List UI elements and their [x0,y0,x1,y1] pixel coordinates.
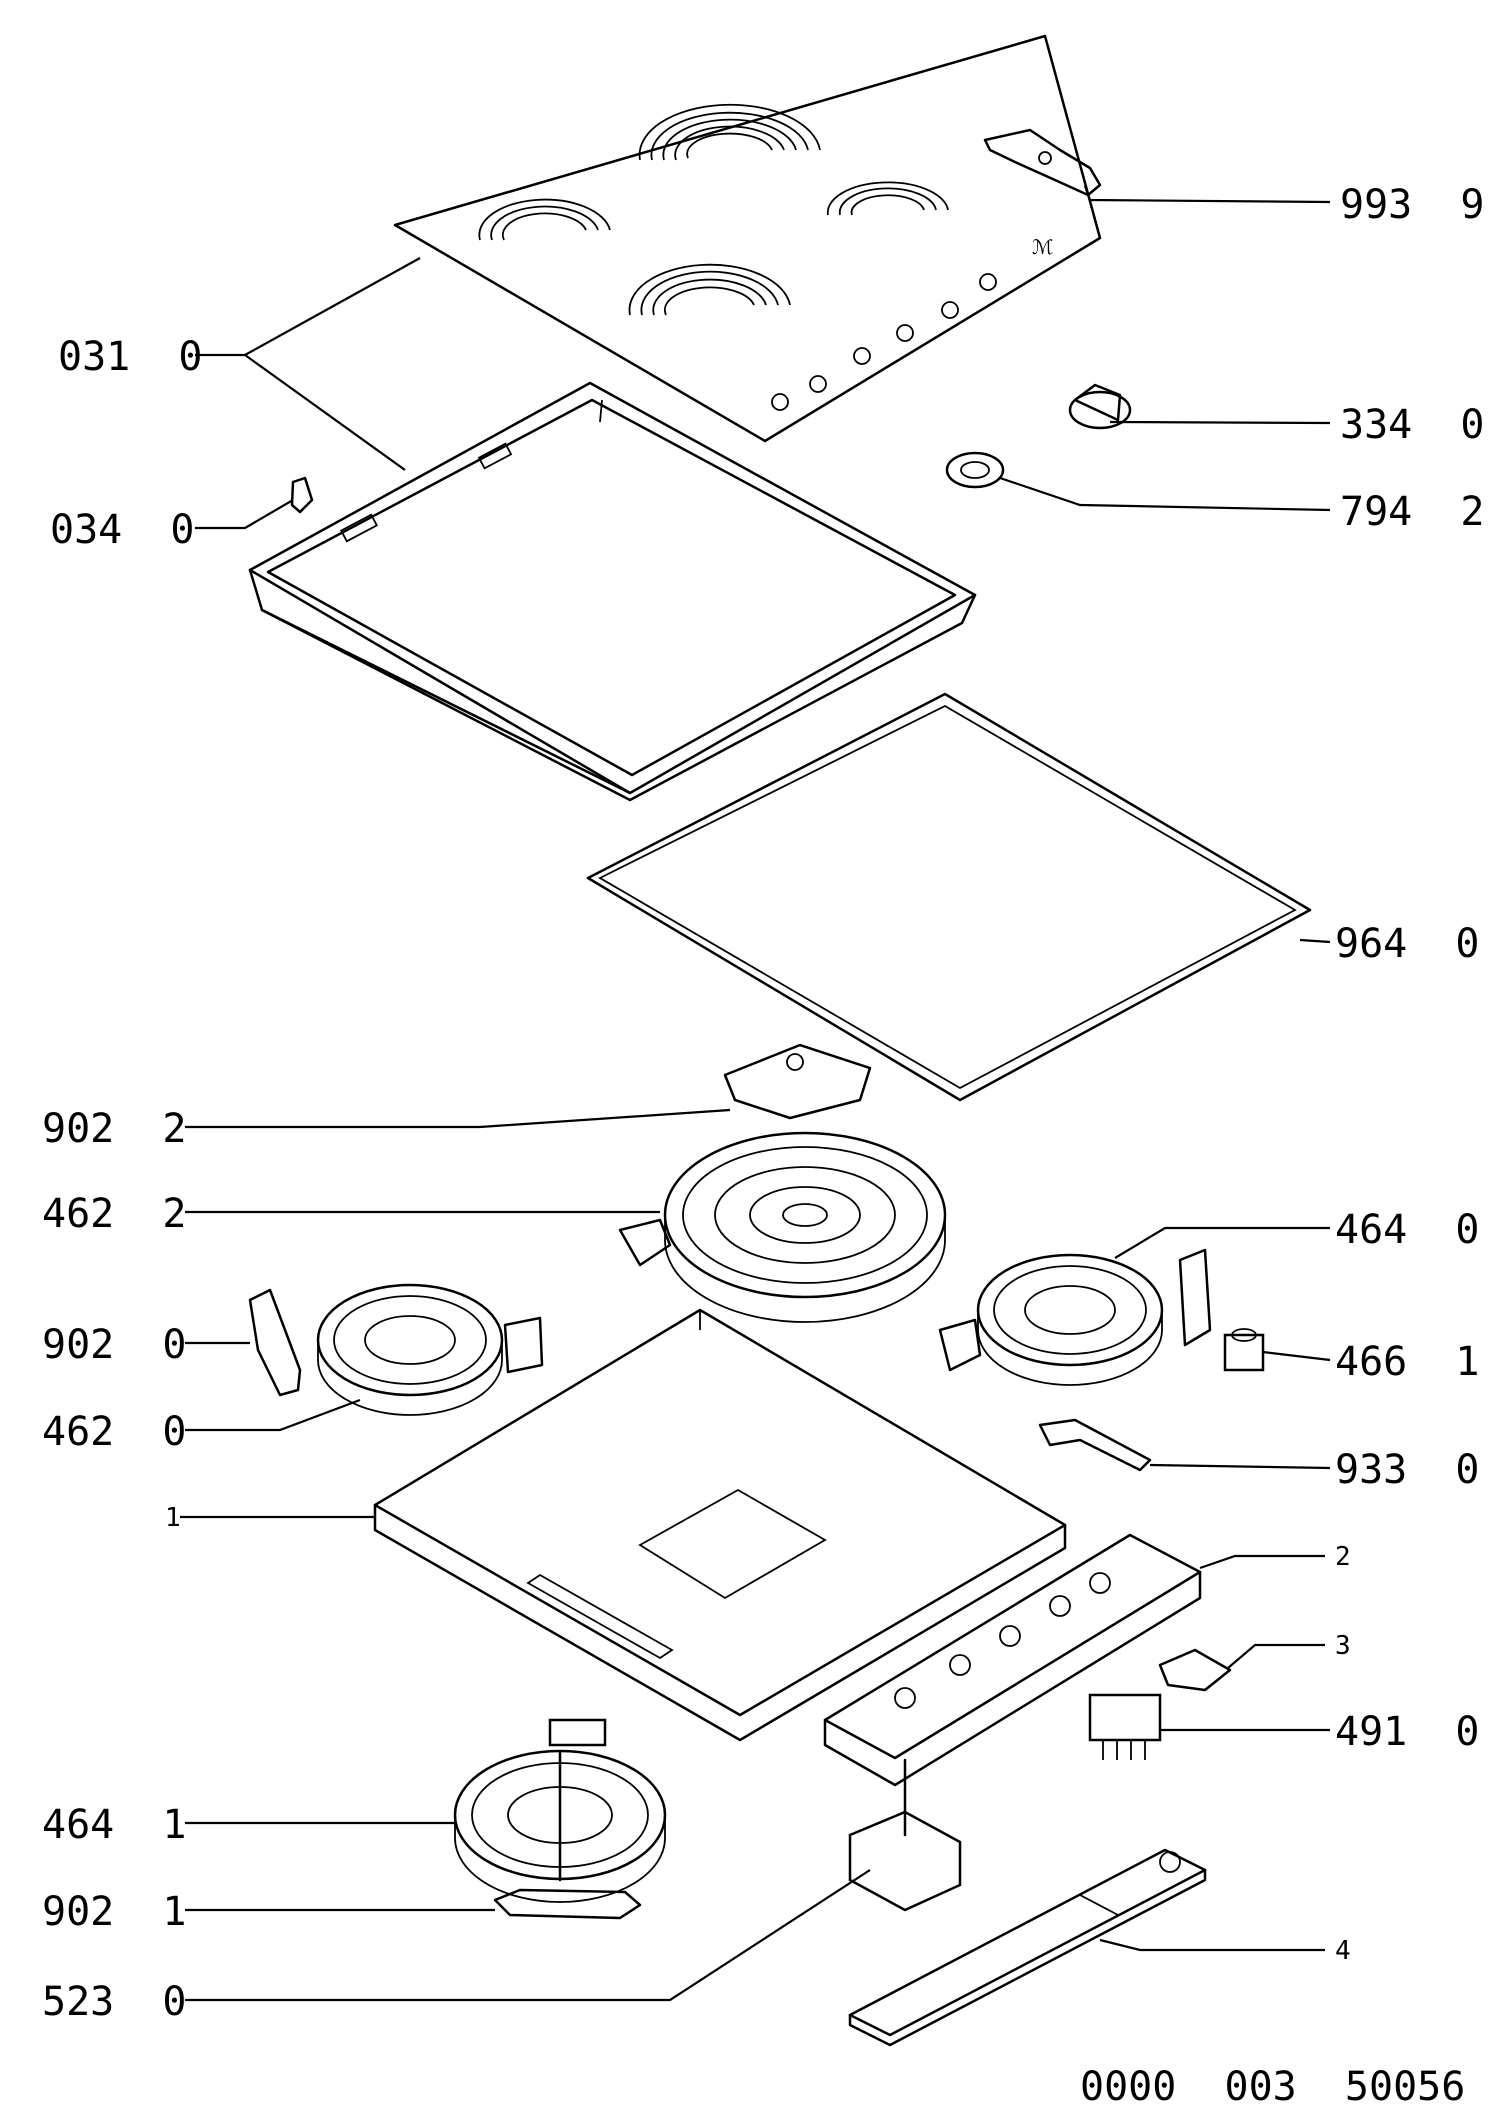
ceramic-hob-glass: ℳ [393,34,1102,443]
knob-ring [945,451,1005,489]
glass-clip-part [983,128,1102,197]
callout-933-0: 933 0 [1335,1447,1480,1493]
control-knob [1068,383,1132,430]
leader-lines [180,185,1331,2002]
callout-031-0: 031 0 [58,334,203,380]
radiant-element-464-1 [453,1718,667,1903]
bracket-902-2 [723,1043,872,1120]
callout-464-0: 464 0 [1335,1207,1480,1253]
callout-964-0: 964 0 [1335,921,1480,967]
callout-794-2: 794 2 [1340,489,1485,535]
callout-491-0: 491 0 [1335,1709,1480,1755]
bracket-902-1 [493,1888,642,1920]
callout-334-0: 334 0 [1340,402,1485,448]
callout-466-1: 466 1 [1335,1339,1480,1385]
radiant-element-462-2 [618,1131,947,1323]
hob-frame [248,381,977,802]
callout-462-2: 462 2 [42,1191,187,1237]
radiant-element-464-0 [938,1248,1212,1386]
callout-3: 3 [1335,1631,1351,1661]
callout-2: 2 [1335,1542,1351,1572]
drawing-number: 0000 003 50056 [1080,2064,1465,2110]
callout-902-1: 902 1 [42,1889,187,1935]
callout-523-0: 523 0 [42,1979,187,2025]
callout-902-0: 902 0 [42,1322,187,1368]
callout-902-2: 902 2 [42,1106,187,1152]
callout-4: 4 [1335,1936,1351,1966]
control-strip-2 [823,1533,1202,1787]
radiant-element-462-0 [316,1283,544,1416]
regulator-466-1 [1223,1328,1265,1372]
callout-993-9: 993 9 [1340,182,1485,228]
glass-seal-gasket [586,692,1312,1102]
terminal-block-491-0 [1088,1693,1162,1760]
frame-bracket-part [290,476,314,514]
callout-462-0: 462 0 [42,1409,187,1455]
base-tray [373,1308,1067,1742]
callout-1: 1 [165,1503,181,1533]
part-3 [1158,1648,1232,1692]
callout-labels: 993 9 031 0 334 0 794 2 034 0 964 0 902 … [42,182,1485,2110]
svg-text:ℳ: ℳ [1032,235,1053,259]
callout-464-1: 464 1 [42,1802,187,1848]
energy-regulator-523-0 [848,1758,962,1912]
callout-034-0: 034 0 [50,507,195,553]
wire-933-0 [1038,1418,1152,1472]
bracket-902-0 [248,1288,302,1397]
cover-strip-4 [848,1848,1207,2047]
